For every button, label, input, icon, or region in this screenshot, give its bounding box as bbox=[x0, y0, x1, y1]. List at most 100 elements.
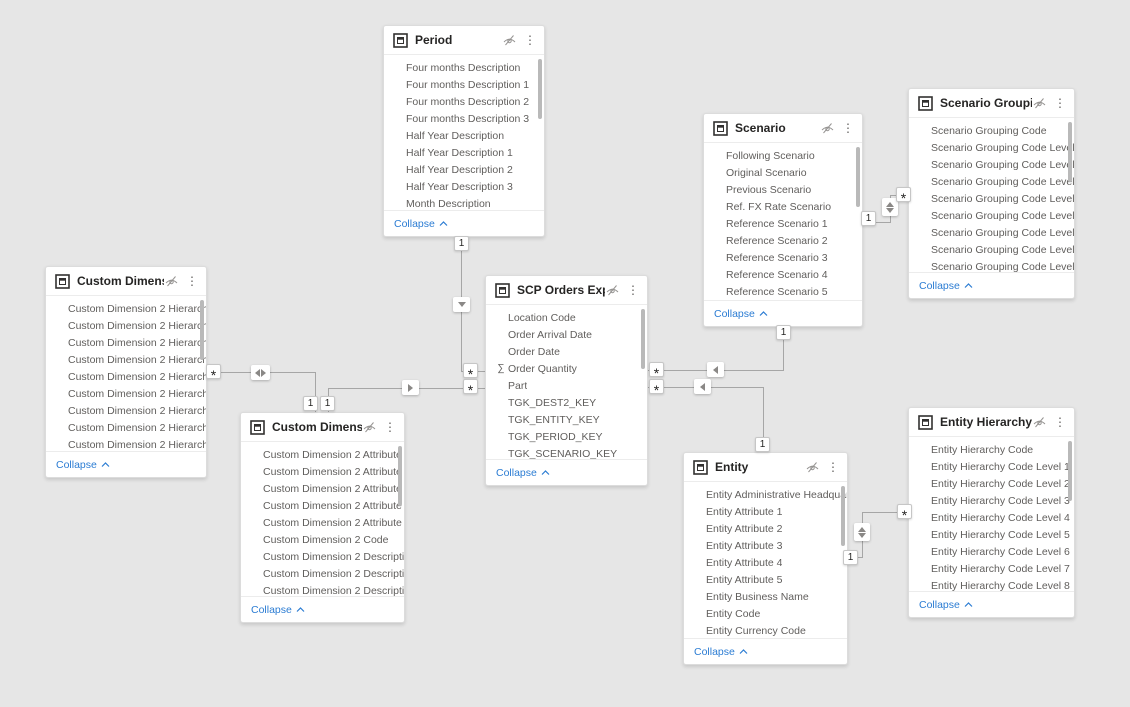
field-custom-dimension-2-attribute-2[interactable]: Custom Dimension 2 Attribute 2 bbox=[241, 463, 404, 480]
scrollbar-thumb[interactable] bbox=[641, 309, 645, 369]
collapse-link[interactable]: Collapse bbox=[694, 645, 735, 658]
collapse-link[interactable]: Collapse bbox=[919, 598, 960, 611]
more-options-icon[interactable]: ⋮ bbox=[1054, 415, 1066, 429]
more-options-icon[interactable]: ⋮ bbox=[627, 283, 639, 297]
field-ref-fx-rate-scenario[interactable]: Ref. FX Rate Scenario bbox=[704, 198, 862, 215]
field-reference-scenario-5[interactable]: Reference Scenario 5 bbox=[704, 283, 862, 300]
field-scenario-grouping-code[interactable]: Scenario Grouping Code bbox=[909, 122, 1074, 139]
field-reference-scenario-4[interactable]: Reference Scenario 4 bbox=[704, 266, 862, 283]
eye-slash-icon[interactable] bbox=[1032, 416, 1047, 429]
field-entity-attribute-1[interactable]: Entity Attribute 1 bbox=[684, 503, 847, 520]
table-header[interactable]: SCP Orders Export ⋮ bbox=[486, 276, 647, 305]
field-part[interactable]: Part bbox=[486, 377, 647, 394]
collapse-link[interactable]: Collapse bbox=[919, 279, 960, 292]
field-custom-dimension-2-attribute-1[interactable]: Custom Dimension 2 Attribute 1 bbox=[241, 446, 404, 463]
eye-slash-icon[interactable] bbox=[820, 122, 835, 135]
scrollbar-thumb[interactable] bbox=[1068, 441, 1072, 501]
more-options-icon[interactable]: ⋮ bbox=[186, 274, 198, 288]
field-entity-code[interactable]: Entity Code bbox=[684, 605, 847, 622]
field-entity-hierarchy-code-level-8[interactable]: Entity Hierarchy Code Level 8 bbox=[909, 577, 1074, 592]
eye-slash-icon[interactable] bbox=[805, 461, 820, 474]
field-custom-dimension-2-hierarchy[interactable]: Custom Dimension 2 Hierarchy... bbox=[46, 317, 206, 334]
table-header[interactable]: Scenario Grouping ⋮ bbox=[909, 89, 1074, 118]
table-card-custom-dimension-2-hierarchy[interactable]: Custom Dimension 2 ... ⋮ Custom Dimensio… bbox=[45, 266, 207, 478]
field-entity-currency-code[interactable]: Entity Currency Code bbox=[684, 622, 847, 638]
field-custom-dimension-2-hierarchy[interactable]: Custom Dimension 2 Hierarchy... bbox=[46, 436, 206, 451]
relationship-line[interactable] bbox=[315, 372, 316, 412]
field-entity-hierarchy-code[interactable]: Entity Hierarchy Code bbox=[909, 441, 1074, 458]
more-options-icon[interactable]: ⋮ bbox=[842, 121, 854, 135]
field-four-months-description[interactable]: Four months Description bbox=[384, 59, 544, 76]
field-order-arrival-date[interactable]: Order Arrival Date bbox=[486, 326, 647, 343]
table-header[interactable]: Custom Dimension 2 ... ⋮ bbox=[46, 267, 206, 296]
field-previous-scenario[interactable]: Previous Scenario bbox=[704, 181, 862, 198]
relationship-line[interactable] bbox=[763, 387, 764, 452]
field-scenario-grouping-code-level-5[interactable]: Scenario Grouping Code Level 5 bbox=[909, 207, 1074, 224]
eye-slash-icon[interactable] bbox=[1032, 97, 1047, 110]
table-card-entity-hierarchy[interactable]: Entity Hierarchy ⋮ Entity Hierarchy Code… bbox=[908, 407, 1075, 618]
field-entity-hierarchy-code-level-6[interactable]: Entity Hierarchy Code Level 6 bbox=[909, 543, 1074, 560]
field-scenario-grouping-code-level-1[interactable]: Scenario Grouping Code Level 1 bbox=[909, 139, 1074, 156]
field-scenario-grouping-code-level-2[interactable]: Scenario Grouping Code Level 2 bbox=[909, 156, 1074, 173]
scrollbar-thumb[interactable] bbox=[841, 486, 845, 546]
field-reference-scenario-1[interactable]: Reference Scenario 1 bbox=[704, 215, 862, 232]
field-half-year-description-3[interactable]: Half Year Description 3 bbox=[384, 178, 544, 195]
relationship-line[interactable] bbox=[783, 327, 784, 371]
field-custom-dimension-2-hierarchy[interactable]: Custom Dimension 2 Hierarchy... bbox=[46, 334, 206, 351]
field-custom-dimension-2-description[interactable]: Custom Dimension 2 Description bbox=[241, 548, 404, 565]
table-card-entity[interactable]: Entity ⋮ Entity Administrative Headquar.… bbox=[683, 452, 848, 665]
field-four-months-description-1[interactable]: Four months Description 1 bbox=[384, 76, 544, 93]
field-custom-dimension-2-hierarchy[interactable]: Custom Dimension 2 Hierarchy... bbox=[46, 368, 206, 385]
field-entity-hierarchy-code-level-3[interactable]: Entity Hierarchy Code Level 3 bbox=[909, 492, 1074, 509]
collapse-link[interactable]: Collapse bbox=[714, 307, 755, 320]
field-custom-dimension-2-hierarchy[interactable]: Custom Dimension 2 Hierarchy... bbox=[46, 351, 206, 368]
table-header[interactable]: Period ⋮ bbox=[384, 26, 544, 55]
field-half-year-description-2[interactable]: Half Year Description 2 bbox=[384, 161, 544, 178]
field-scenario-grouping-code-level-6[interactable]: Scenario Grouping Code Level 6 bbox=[909, 224, 1074, 241]
field-order-quantity[interactable]: ∑Order Quantity bbox=[486, 360, 647, 377]
field-custom-dimension-2-hierarchy[interactable]: Custom Dimension 2 Hierarchy... bbox=[46, 402, 206, 419]
field-custom-dimension-2-code[interactable]: Custom Dimension 2 Code bbox=[241, 531, 404, 548]
field-month-description[interactable]: Month Description bbox=[384, 195, 544, 210]
field-entity-hierarchy-code-level-1[interactable]: Entity Hierarchy Code Level 1 bbox=[909, 458, 1074, 475]
field-reference-scenario-3[interactable]: Reference Scenario 3 bbox=[704, 249, 862, 266]
field-scenario-grouping-code-level-7[interactable]: Scenario Grouping Code Level 7 bbox=[909, 241, 1074, 258]
field-scenario-grouping-code-level-3[interactable]: Scenario Grouping Code Level 3 bbox=[909, 173, 1074, 190]
eye-slash-icon[interactable] bbox=[605, 284, 620, 297]
field-half-year-description-1[interactable]: Half Year Description 1 bbox=[384, 144, 544, 161]
table-card-custom-dimension-2[interactable]: Custom Dimension 2 ⋮ Custom Dimension 2 … bbox=[240, 412, 405, 623]
table-header[interactable]: Entity ⋮ bbox=[684, 453, 847, 482]
field-entity-business-name[interactable]: Entity Business Name bbox=[684, 588, 847, 605]
more-options-icon[interactable]: ⋮ bbox=[827, 460, 839, 474]
eye-slash-icon[interactable] bbox=[502, 34, 517, 47]
table-header[interactable]: Custom Dimension 2 ⋮ bbox=[241, 413, 404, 442]
field-four-months-description-3[interactable]: Four months Description 3 bbox=[384, 110, 544, 127]
field-custom-dimension-2-descripti[interactable]: Custom Dimension 2 Descripti... bbox=[241, 565, 404, 582]
relationship-line[interactable] bbox=[863, 222, 890, 223]
collapse-link[interactable]: Collapse bbox=[251, 603, 292, 616]
field-custom-dimension-2-descripti[interactable]: Custom Dimension 2 Descripti... bbox=[241, 582, 404, 597]
eye-slash-icon[interactable] bbox=[362, 421, 377, 434]
field-tgk-scenario-key[interactable]: TGK_SCENARIO_KEY bbox=[486, 445, 647, 460]
field-entity-hierarchy-code-level-2[interactable]: Entity Hierarchy Code Level 2 bbox=[909, 475, 1074, 492]
field-original-scenario[interactable]: Original Scenario bbox=[704, 164, 862, 181]
more-options-icon[interactable]: ⋮ bbox=[1054, 96, 1066, 110]
field-scenario-grouping-code-level-8[interactable]: Scenario Grouping Code Level 8 bbox=[909, 258, 1074, 273]
field-custom-dimension-2-attribute-5[interactable]: Custom Dimension 2 Attribute 5 bbox=[241, 514, 404, 531]
scrollbar-thumb[interactable] bbox=[1068, 122, 1072, 182]
more-options-icon[interactable]: ⋮ bbox=[384, 420, 396, 434]
table-header[interactable]: Scenario ⋮ bbox=[704, 114, 862, 143]
field-tgk-entity-key[interactable]: TGK_ENTITY_KEY bbox=[486, 411, 647, 428]
field-order-date[interactable]: Order Date bbox=[486, 343, 647, 360]
field-custom-dimension-2-hierarchy[interactable]: Custom Dimension 2 Hierarchy... bbox=[46, 419, 206, 436]
scrollbar-thumb[interactable] bbox=[856, 147, 860, 207]
field-entity-attribute-2[interactable]: Entity Attribute 2 bbox=[684, 520, 847, 537]
collapse-link[interactable]: Collapse bbox=[496, 466, 537, 479]
scrollbar-thumb[interactable] bbox=[398, 446, 402, 506]
relationship-line[interactable] bbox=[862, 512, 908, 513]
eye-slash-icon[interactable] bbox=[164, 275, 179, 288]
field-tgk-period-key[interactable]: TGK_PERIOD_KEY bbox=[486, 428, 647, 445]
